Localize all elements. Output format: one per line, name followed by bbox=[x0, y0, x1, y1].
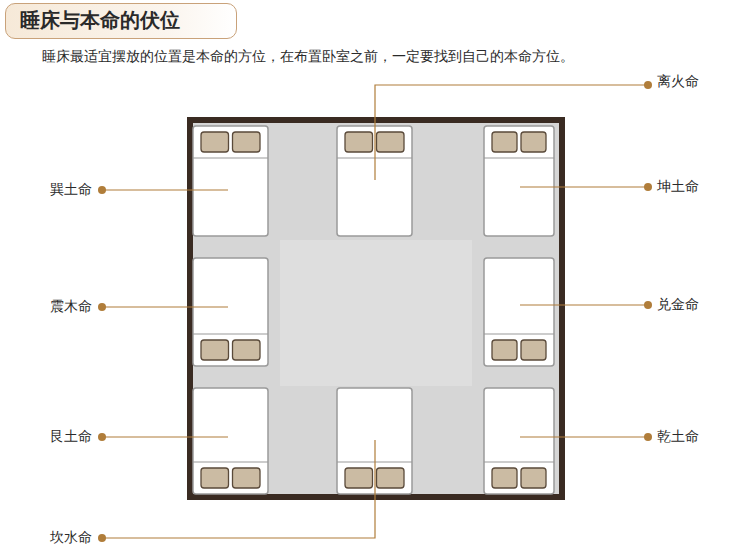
bed bbox=[193, 388, 268, 494]
intro-text: 睡床最适宜摆放的位置是本命的方位，在布置卧室之前，一定要找到自己的本命方位。 bbox=[42, 48, 574, 66]
bed bbox=[484, 258, 554, 366]
bed bbox=[484, 388, 554, 494]
direction-label: 震木命 bbox=[50, 298, 92, 316]
room-floor bbox=[190, 120, 562, 497]
pillow bbox=[201, 340, 229, 360]
pillow bbox=[233, 340, 261, 360]
bed bbox=[193, 258, 268, 366]
leader-dots bbox=[98, 81, 652, 542]
direction-label: 乾土命 bbox=[657, 428, 699, 446]
bed bbox=[193, 126, 268, 236]
pillow bbox=[521, 468, 546, 488]
pillow bbox=[233, 132, 261, 152]
direction-label: 兑金命 bbox=[657, 296, 699, 314]
bed-fold bbox=[193, 157, 268, 158]
pillow bbox=[233, 468, 261, 488]
pillow bbox=[201, 132, 229, 152]
direction-label: 坤土命 bbox=[657, 178, 699, 196]
bed-fold bbox=[484, 333, 554, 334]
pillow bbox=[492, 340, 517, 360]
bed-fold bbox=[484, 157, 554, 158]
direction-label: 艮土命 bbox=[50, 428, 92, 446]
pillow bbox=[521, 132, 546, 152]
pillow bbox=[377, 132, 405, 152]
direction-label: 离火命 bbox=[657, 73, 699, 91]
pillow bbox=[521, 340, 546, 360]
bed-fold bbox=[484, 461, 554, 462]
pillow bbox=[345, 132, 373, 152]
pillow bbox=[345, 468, 373, 488]
direction-label: 巽土命 bbox=[50, 181, 92, 199]
title: 睡床与本命的伏位 bbox=[20, 7, 180, 34]
pillow bbox=[201, 468, 229, 488]
bed-fold bbox=[193, 333, 268, 334]
beds bbox=[193, 126, 554, 494]
direction-label: 坎水命 bbox=[50, 529, 92, 547]
pillow bbox=[492, 468, 517, 488]
leader-lines bbox=[102, 85, 648, 538]
pillow bbox=[492, 132, 517, 152]
floor-center bbox=[280, 240, 472, 386]
bed-fold bbox=[193, 461, 268, 462]
pillow bbox=[377, 468, 405, 488]
bed bbox=[484, 126, 554, 236]
